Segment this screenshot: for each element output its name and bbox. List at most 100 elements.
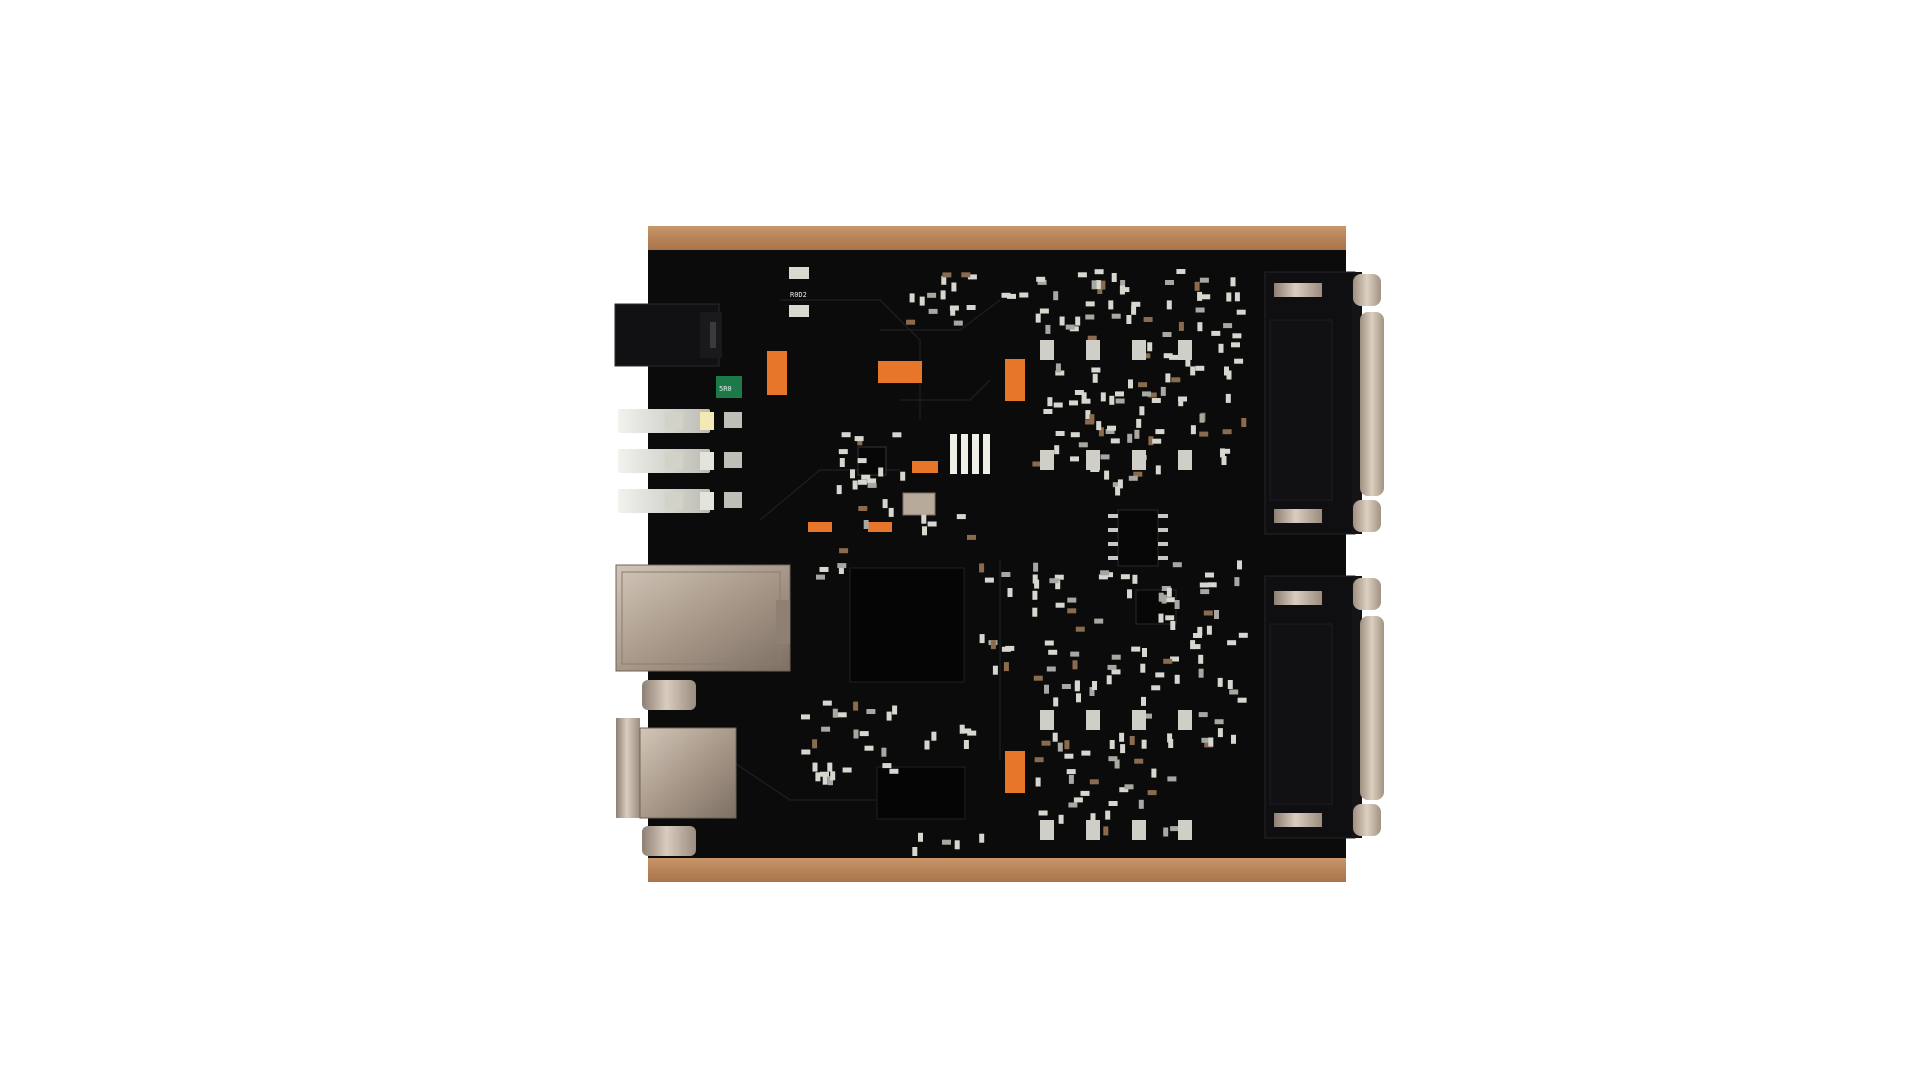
r0d2-label: R0D2 bbox=[790, 291, 807, 299]
smd-passive bbox=[1034, 757, 1044, 763]
smd-passive bbox=[1111, 669, 1121, 675]
smd-passive bbox=[1128, 379, 1133, 389]
smd-passive bbox=[1120, 744, 1126, 754]
smd-passive bbox=[1041, 740, 1051, 746]
smd-passive bbox=[1105, 429, 1115, 434]
smd-passive bbox=[1141, 696, 1146, 706]
smd-passive bbox=[1172, 562, 1182, 568]
smd-passive bbox=[1199, 431, 1209, 437]
smd-passive bbox=[931, 731, 937, 741]
smd-passive bbox=[1105, 810, 1111, 820]
smd-passive bbox=[1039, 308, 1049, 314]
diode-package bbox=[1178, 340, 1192, 360]
smd-passive bbox=[1089, 779, 1099, 785]
diode-package bbox=[1086, 710, 1100, 730]
smd-passive bbox=[1001, 572, 1011, 577]
smd-passive bbox=[1176, 269, 1186, 274]
smd-passive bbox=[1160, 386, 1166, 396]
smd-passive bbox=[1167, 776, 1177, 782]
smd-passive bbox=[1201, 737, 1211, 743]
smd-passive bbox=[1190, 366, 1196, 376]
smd-passive bbox=[1085, 301, 1095, 307]
smd-passive bbox=[1090, 813, 1096, 823]
dc-power-jack bbox=[614, 303, 722, 367]
smd-passive bbox=[839, 458, 845, 467]
smd-passive bbox=[832, 708, 838, 718]
smd-passive bbox=[1065, 324, 1075, 330]
smd-passive bbox=[1089, 414, 1095, 424]
smd-passive bbox=[1152, 438, 1162, 444]
smd-passive bbox=[1227, 640, 1237, 646]
smd-passive bbox=[1120, 574, 1130, 580]
smd-passive bbox=[1073, 797, 1083, 803]
smd-passive bbox=[801, 714, 810, 720]
smd-passive bbox=[1126, 315, 1132, 324]
smd-passive bbox=[1131, 305, 1137, 315]
smd-passive bbox=[1003, 662, 1009, 672]
smd-passive bbox=[839, 548, 849, 554]
smd-passive bbox=[858, 506, 868, 511]
diode-package bbox=[1178, 820, 1192, 840]
smd-passive bbox=[956, 514, 966, 520]
smd-passive bbox=[941, 275, 947, 285]
diode-package bbox=[1178, 450, 1192, 470]
smd-passive bbox=[1055, 370, 1065, 376]
smd-passive bbox=[1055, 431, 1065, 436]
smd-passive bbox=[1139, 406, 1145, 416]
smd-passive bbox=[1115, 486, 1121, 496]
smd-passive bbox=[1115, 391, 1124, 397]
smd-passive bbox=[1058, 814, 1064, 824]
smd-passive bbox=[1068, 802, 1078, 808]
crystal bbox=[902, 492, 936, 516]
smd-passive bbox=[1163, 353, 1173, 359]
smd-passive bbox=[853, 701, 859, 711]
smd-passive bbox=[1147, 790, 1157, 796]
smd-passive bbox=[1165, 615, 1175, 621]
smd-passive bbox=[867, 482, 877, 488]
smd-passive bbox=[1037, 279, 1047, 285]
smd-passive bbox=[1108, 756, 1118, 762]
smd-passive bbox=[1091, 280, 1097, 290]
smd-passive bbox=[1151, 685, 1161, 691]
smd-passive bbox=[1236, 309, 1246, 315]
smd-passive bbox=[1217, 677, 1223, 687]
soic-pins bbox=[1108, 514, 1168, 560]
smd-passive bbox=[954, 840, 960, 850]
pcb-substrate bbox=[648, 226, 1346, 882]
usb-b-connector bbox=[616, 680, 737, 856]
smd-passive bbox=[882, 499, 888, 509]
smd-passive bbox=[1109, 395, 1115, 405]
smd-passive bbox=[1171, 377, 1181, 383]
diode-package bbox=[1086, 450, 1100, 470]
smd-passive bbox=[1098, 427, 1104, 437]
smd-passive bbox=[1191, 644, 1201, 650]
smd-passive bbox=[1224, 366, 1229, 376]
smd-passive bbox=[830, 771, 836, 781]
smd-passive bbox=[1055, 580, 1061, 590]
smd-passive bbox=[888, 507, 894, 517]
smd-passive bbox=[1238, 632, 1248, 638]
smd-passive bbox=[950, 306, 956, 316]
lower-ic bbox=[876, 766, 966, 820]
smd-passive bbox=[1053, 402, 1063, 408]
serial-db-connector-top bbox=[1264, 271, 1384, 535]
smd-passive bbox=[1124, 784, 1134, 790]
smd-passive bbox=[1205, 572, 1214, 578]
smd-passive bbox=[1120, 280, 1126, 289]
smd-passive bbox=[1053, 697, 1059, 707]
smd-passive bbox=[1054, 574, 1064, 580]
smd-passive bbox=[857, 479, 867, 485]
smd-passive bbox=[1110, 438, 1120, 444]
smd-passive bbox=[919, 296, 925, 306]
smd-passive bbox=[819, 567, 829, 572]
smd-passive bbox=[1133, 471, 1143, 477]
smd-passive bbox=[1052, 732, 1058, 742]
smd-passive bbox=[1075, 626, 1085, 632]
smd-passive bbox=[1143, 317, 1153, 322]
smd-passive bbox=[1151, 768, 1157, 778]
smd-passive bbox=[1147, 342, 1153, 352]
smd-passive bbox=[940, 290, 946, 300]
smd-passive bbox=[812, 739, 818, 749]
smd-passive bbox=[1151, 398, 1161, 403]
smd-passive bbox=[1104, 470, 1110, 480]
